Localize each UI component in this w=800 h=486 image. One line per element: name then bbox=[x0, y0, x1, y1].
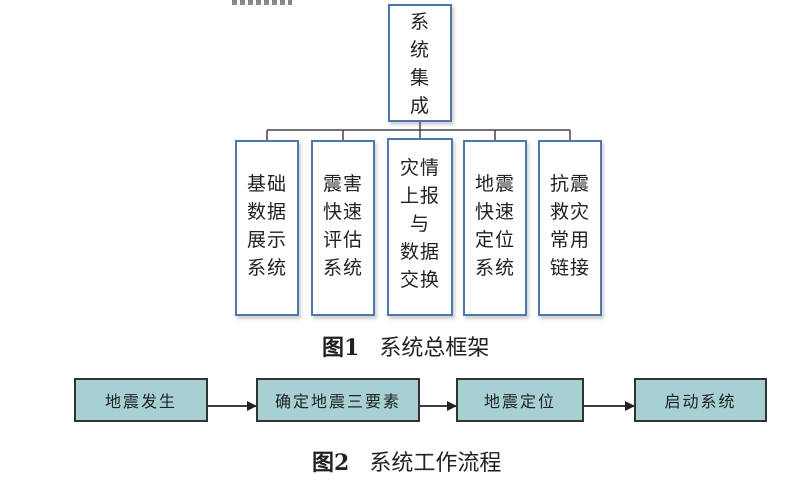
label-char: 成 bbox=[409, 95, 430, 117]
disaster-report-data-exchange-label: 灾情 上报 与 数据 交换 bbox=[389, 154, 451, 294]
label-line: 展示 bbox=[246, 229, 287, 251]
figure-2-number: 图2 bbox=[312, 450, 350, 476]
earthquake-rapid-location-system-box: 地震 快速 定位 系统 bbox=[463, 140, 527, 316]
label-line: 系统 bbox=[322, 257, 363, 279]
label-line: 定位 bbox=[474, 229, 515, 251]
figure-1-title: 系统总框架 bbox=[379, 336, 490, 361]
figure-1-number: 图1 bbox=[322, 335, 360, 361]
flow-step-determine-three-elements: 确定地震三要素 bbox=[256, 378, 420, 422]
label-line: 快速 bbox=[474, 201, 515, 223]
label-line: 快速 bbox=[322, 201, 363, 223]
flow-step-label: 启动系统 bbox=[664, 392, 737, 411]
label-line: 常用 bbox=[549, 229, 590, 251]
figure-1-caption: 图1 系统总框架 bbox=[322, 330, 489, 362]
label-line: 链接 bbox=[549, 257, 590, 279]
label-line: 系统 bbox=[474, 257, 515, 279]
label-line: 地震 bbox=[474, 173, 515, 195]
label-line: 评估 bbox=[322, 229, 363, 251]
label-line: 灾情 bbox=[399, 157, 440, 179]
damage-rapid-assessment-system-label: 震害 快速 评估 系统 bbox=[313, 170, 373, 282]
figure-2-title: 系统工作流程 bbox=[369, 451, 502, 476]
label-line: 与 bbox=[409, 213, 430, 235]
flow-step-earthquake-occurs: 地震发生 bbox=[74, 378, 208, 422]
label-line: 救灾 bbox=[549, 201, 590, 223]
label-line: 基础 bbox=[246, 173, 287, 195]
system-integration-label: 系 统 集 成 bbox=[390, 8, 450, 120]
label-char: 系 bbox=[409, 11, 430, 33]
earthquake-relief-links-box: 抗震 救灾 常用 链接 bbox=[538, 140, 602, 316]
label-line: 数据 bbox=[246, 201, 287, 223]
label-line: 数据 bbox=[399, 241, 440, 263]
damage-rapid-assessment-system-box: 震害 快速 评估 系统 bbox=[311, 140, 375, 316]
label-line: 系统 bbox=[246, 257, 287, 279]
label-line: 抗震 bbox=[549, 173, 590, 195]
basic-data-display-system-box: 基础 数据 展示 系统 bbox=[235, 140, 299, 316]
earthquake-rapid-location-system-label: 地震 快速 定位 系统 bbox=[465, 170, 525, 282]
flow-step-start-system: 启动系统 bbox=[634, 378, 767, 422]
figure-2-caption: 图2 系统工作流程 bbox=[312, 445, 501, 477]
disaster-report-data-exchange-box: 灾情 上报 与 数据 交换 bbox=[387, 138, 453, 316]
flow-step-label: 地震发生 bbox=[104, 392, 177, 411]
cropped-text-remnant bbox=[232, 0, 292, 5]
label-char: 集 bbox=[409, 67, 430, 89]
system-integration-box: 系 统 集 成 bbox=[388, 4, 452, 122]
flow-step-label: 确定地震三要素 bbox=[274, 392, 401, 411]
label-line: 交换 bbox=[399, 269, 440, 291]
label-char: 统 bbox=[409, 39, 430, 61]
label-line: 上报 bbox=[399, 185, 440, 207]
label-line: 震害 bbox=[322, 173, 363, 195]
earthquake-relief-links-label: 抗震 救灾 常用 链接 bbox=[540, 170, 600, 282]
flow-step-label: 地震定位 bbox=[483, 392, 556, 411]
basic-data-display-system-label: 基础 数据 展示 系统 bbox=[237, 170, 297, 282]
flow-step-earthquake-location: 地震定位 bbox=[456, 378, 584, 422]
